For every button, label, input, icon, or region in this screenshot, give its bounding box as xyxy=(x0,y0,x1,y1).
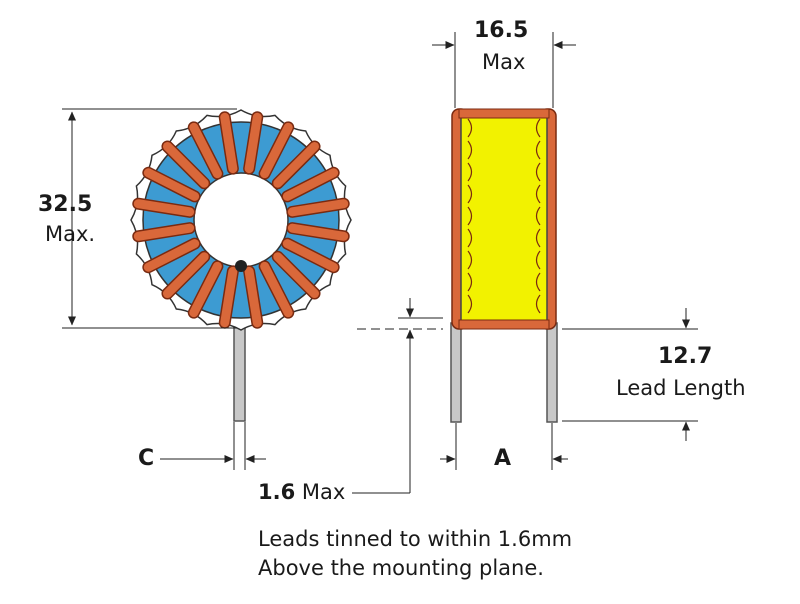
side-winding-bump xyxy=(467,272,473,292)
side-winding-bump xyxy=(535,162,541,182)
side-winding-bump xyxy=(467,162,473,182)
lead-c-label: C xyxy=(138,446,155,471)
side-winding-bump xyxy=(535,272,541,292)
width-unit: Max xyxy=(482,50,526,74)
winding-turn xyxy=(273,252,320,299)
lead-a-dimension xyxy=(440,423,568,470)
side-lead-left xyxy=(450,322,462,423)
side-winding-bump xyxy=(467,206,473,226)
winding-turn xyxy=(287,223,349,241)
side-winding-bump xyxy=(467,118,473,138)
winding-turn xyxy=(189,122,222,179)
side-body xyxy=(460,110,548,328)
toroid-windings xyxy=(132,111,350,329)
winding-turn xyxy=(162,252,209,299)
winding-turn xyxy=(273,141,320,188)
lead-length-dimension xyxy=(562,308,698,441)
winding-turn xyxy=(143,168,200,201)
side-winding-bump xyxy=(535,294,541,314)
winding-turn xyxy=(244,266,262,328)
side-winding-bump xyxy=(467,140,473,160)
height-value: 32.5 xyxy=(38,192,93,217)
side-cap-top xyxy=(458,108,550,119)
side-lead-right xyxy=(546,322,558,423)
tin-gap-unit: Max xyxy=(301,480,346,504)
note-line-1: Leads tinned to within 1.6mm xyxy=(258,527,573,551)
height-unit: Max. xyxy=(45,222,96,246)
winding-turn xyxy=(143,239,200,272)
winding-turn xyxy=(189,261,222,318)
side-winding-bump xyxy=(535,140,541,160)
winding-turn xyxy=(244,112,262,174)
note-line-2: Above the mounting plane. xyxy=(258,556,544,580)
side-winding-bump xyxy=(467,184,473,204)
lead-c-dimension xyxy=(160,422,266,470)
winding-turn xyxy=(220,266,238,328)
side-winding-bumps xyxy=(467,118,541,314)
winding-turn xyxy=(260,122,293,179)
winding-turn xyxy=(133,199,195,217)
lead-length-label: Lead Length xyxy=(616,376,746,400)
front-view xyxy=(130,109,352,422)
winding-turn xyxy=(282,168,339,201)
lead-exit xyxy=(235,260,247,272)
side-view xyxy=(450,108,558,423)
tin-gap-dimension xyxy=(352,298,443,494)
side-winding-bump xyxy=(535,228,541,248)
side-winding-bump xyxy=(535,118,541,138)
tin-gap-value: 1.6 xyxy=(258,480,296,504)
winding-turn xyxy=(260,261,293,318)
side-winding-bump xyxy=(535,250,541,270)
side-winding-bump xyxy=(535,206,541,226)
side-winding-bump xyxy=(535,184,541,204)
side-winding-bump xyxy=(467,294,473,314)
winding-turn xyxy=(287,199,349,217)
side-winding-bump xyxy=(467,228,473,248)
width-dimension xyxy=(432,32,576,108)
tin-gap-label: 1.6 Max xyxy=(258,480,345,504)
side-cap-bottom xyxy=(458,319,550,330)
width-value: 16.5 xyxy=(474,18,529,43)
winding-turn xyxy=(282,239,339,272)
winding-turn xyxy=(133,223,195,241)
lead-a-label: A xyxy=(494,446,512,471)
height-dimension xyxy=(62,108,237,329)
side-winding-bump xyxy=(467,250,473,270)
lead-length-value: 12.7 xyxy=(658,344,713,369)
winding-turn xyxy=(220,112,238,174)
winding-turn xyxy=(162,141,209,188)
